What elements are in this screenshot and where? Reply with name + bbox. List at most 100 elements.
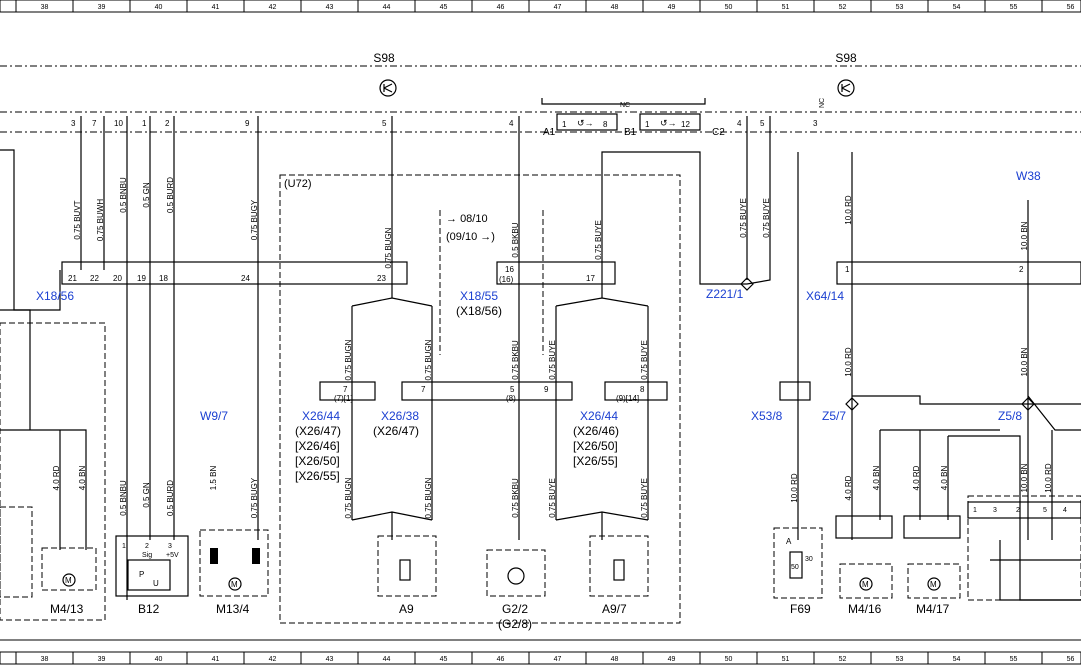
wire-gauge-label: 0.5 BNBU xyxy=(119,177,128,213)
wire-gauge-label: 0.75 BUYE xyxy=(640,478,649,518)
ruler-number: 38 xyxy=(41,4,49,11)
ruler-number: 54 xyxy=(953,656,961,663)
pin-label: 10 xyxy=(114,119,123,128)
ruler-frame xyxy=(0,0,1081,13)
ruler-number: 41 xyxy=(212,4,220,11)
pin-label: (7)[1] xyxy=(334,394,353,403)
b1-label: B1 xyxy=(624,127,637,138)
wire-gauge-label: 10.0 BN xyxy=(1020,463,1029,492)
ruler-number: 44 xyxy=(383,656,391,663)
ruler-number: 51 xyxy=(782,4,790,11)
pin-label: 7 xyxy=(343,385,348,394)
wire-gauge-label: 0.75 BKBU xyxy=(511,340,520,380)
switch-b1-box xyxy=(639,113,701,131)
ruler-number: 54 xyxy=(953,4,961,11)
pin-label: 22 xyxy=(90,274,99,283)
b12-label: B12 xyxy=(138,602,160,616)
x18-56-label: X18/56 xyxy=(36,289,74,303)
m13-4-box xyxy=(199,529,269,597)
switch-symbol: ↺→ xyxy=(660,118,677,128)
pin-label: 24 xyxy=(241,274,250,283)
ruler-number: 44 xyxy=(383,4,391,11)
wire-gauge-label: 4.0 RD xyxy=(52,465,61,490)
ruler-number: 39 xyxy=(98,4,106,11)
b1-pin: 1 xyxy=(645,120,650,129)
branch xyxy=(555,290,649,520)
wire-gauge-label: 4.0 RD xyxy=(912,465,921,490)
wire-labels: 0.75 BUVT 0.75 BUWH 0.5 BNBU 0.5 GN 0.5 BURD… xyxy=(52,177,1053,519)
pin-label: 4 xyxy=(509,119,514,128)
x18-56b-label: (X18/56) xyxy=(456,304,502,318)
ruler-number: 40 xyxy=(155,656,163,663)
c2-label: C2 xyxy=(712,127,725,138)
ruler-number: 45 xyxy=(440,4,448,11)
x64-label: X64/14 xyxy=(806,289,844,303)
ruler-number: 50 xyxy=(725,4,733,11)
nc-label: NC xyxy=(620,102,630,109)
pin-label: +5V xyxy=(166,552,179,559)
pin-label: 3 xyxy=(168,543,172,550)
u72-label: (U72) xyxy=(284,178,312,190)
pin-label: 7 xyxy=(92,119,97,128)
x26-44-label: X26/44 xyxy=(302,409,340,423)
wire-gauge-label: 0.5 BURD xyxy=(166,480,175,516)
g2-8-label: (G2/8) xyxy=(498,617,532,631)
z221-label: Z221/1 xyxy=(706,287,744,301)
ruler-number: 48 xyxy=(611,656,619,663)
motor-icon xyxy=(62,573,76,587)
motor-symbol: M xyxy=(65,576,72,585)
pin-label: Sig xyxy=(142,552,152,559)
wire-gauge-label: 0.75 BUGY xyxy=(250,199,259,240)
x18-connector-band xyxy=(61,261,408,285)
x26-50-label: [X26/50] xyxy=(295,454,340,468)
pin-label: 2 xyxy=(1019,265,1024,274)
m13-4-label: M13/4 xyxy=(216,602,250,616)
m4-17-connector xyxy=(903,515,961,539)
right-module-box xyxy=(967,495,1081,601)
wire-gauge-label: 0.75 BUGN xyxy=(344,477,353,518)
wire-gauge-label: 0.75 BUVT xyxy=(73,200,82,239)
wire-gauge-label: 0.75 BUWH xyxy=(96,199,105,241)
x26-44b-connector xyxy=(604,381,668,401)
pin-label: 1 xyxy=(845,265,850,274)
pin-label: 30 xyxy=(805,556,813,563)
m4-17-box xyxy=(907,563,961,599)
pin-label: 2 xyxy=(1016,507,1020,514)
b12-box xyxy=(115,535,189,597)
p-label: P xyxy=(139,570,144,579)
wire-gauge-label: 0.75 BUYE xyxy=(594,220,603,260)
ruler-number: 47 xyxy=(554,656,562,663)
splice-icon xyxy=(740,277,754,291)
s98-right-label: S98 xyxy=(835,51,857,65)
s98-left-label: S98 xyxy=(373,51,395,65)
a9-7-box xyxy=(589,535,649,597)
wire-gauge-label: 0.5 GN xyxy=(142,482,151,508)
a9-7-resistor-icon xyxy=(613,559,625,581)
m4-13-label: M4/13 xyxy=(50,602,84,616)
b1-pin: 12 xyxy=(681,120,690,129)
x26-47-label: (X26/47) xyxy=(295,424,341,438)
pin-label: 5 xyxy=(760,119,765,128)
x26-44b-label: X26/44 xyxy=(580,409,618,423)
motor-symbol: M xyxy=(231,580,238,589)
x26-38-label: X26/38 xyxy=(381,409,419,423)
ruler-number: 42 xyxy=(269,4,277,11)
wire-gauge-label: 10.0 RD xyxy=(1044,463,1053,493)
a1-pin: 1 xyxy=(562,120,567,129)
m4-16-box xyxy=(839,563,893,599)
a9-label: A9 xyxy=(399,602,414,616)
right-connector xyxy=(967,501,1081,519)
pressure-sensor-icon xyxy=(127,559,171,591)
pin-label: 5 xyxy=(1043,507,1047,514)
ruler-number: 47 xyxy=(554,4,562,11)
motor-icon xyxy=(228,577,242,591)
ruler-number: 53 xyxy=(896,4,904,11)
ruler-number: 50 xyxy=(725,656,733,663)
pin-label: 2 xyxy=(165,119,170,128)
ruler-number: 48 xyxy=(611,4,619,11)
x26-44-connector xyxy=(319,381,376,401)
ruler-number: 41 xyxy=(212,656,220,663)
pin-label: 1 xyxy=(122,543,126,550)
